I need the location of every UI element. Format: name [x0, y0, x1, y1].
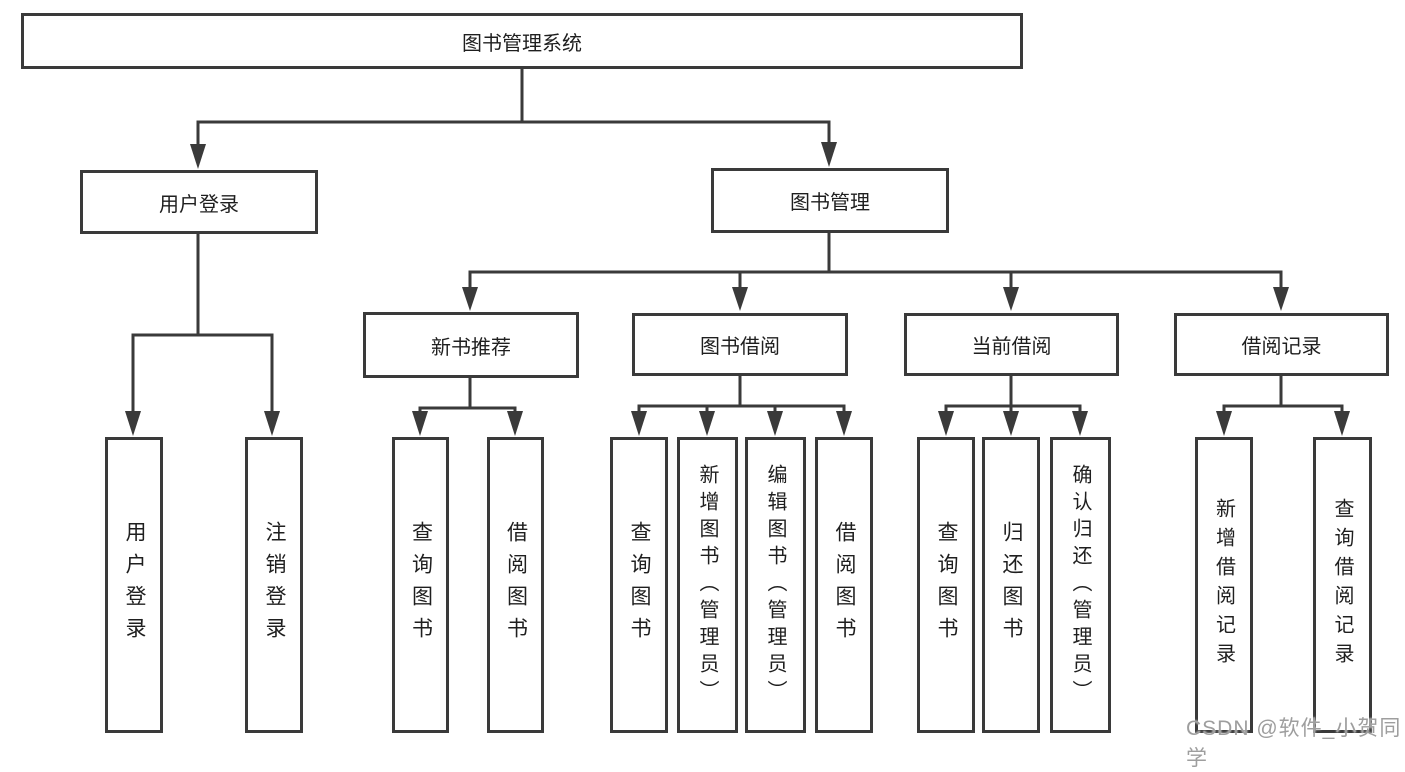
leaf-edit-book-admin-label: 编辑图书（管理员）: [764, 463, 786, 707]
leaf-borrow-book-under-borrow: 借阅图书: [815, 437, 873, 733]
connector-newbookrec-to-leaves: [412, 377, 523, 436]
leaf-borrow-book-label: 借阅图书: [504, 521, 528, 649]
node-new-book-recommend-label: 新书推荐: [431, 336, 511, 359]
connector-currentborrow-to-leaves: [938, 375, 1088, 436]
connector-root-to-level2: [190, 68, 837, 169]
leaf-user-login-label: 用户登录: [123, 521, 146, 649]
node-borrow-records: 借阅记录: [1174, 313, 1389, 376]
connector-bookborrow-to-leaves: [631, 375, 852, 436]
leaf-return-book: 归还图书: [982, 437, 1040, 733]
node-book-borrow: 图书借阅: [632, 313, 848, 376]
connector-bookmgmt-to-level3: [462, 232, 1289, 311]
node-user-login: 用户登录: [80, 170, 318, 234]
leaf-logout-label: 注销登录: [263, 521, 286, 649]
node-current-borrow: 当前借阅: [904, 313, 1119, 376]
node-current-borrow-label: 当前借阅: [971, 336, 1052, 358]
leaf-query-book-under-recommend: 查询图书: [392, 437, 449, 733]
node-book-borrow-label: 图书借阅: [700, 336, 780, 358]
leaf-user-login: 用户登录: [105, 437, 163, 733]
node-new-book-recommend: 新书推荐: [363, 312, 579, 378]
leaf-query-book-label: 查询图书: [935, 521, 958, 649]
leaf-confirm-return-admin: 确认归还（管理员）: [1050, 437, 1111, 733]
leaf-confirm-return-admin-label: 确认归还（管理员）: [1069, 463, 1091, 707]
leaf-add-borrow-record: 新增借阅记录: [1195, 437, 1253, 733]
leaf-logout: 注销登录: [245, 437, 303, 733]
leaf-query-borrow-record: 查询借阅记录: [1313, 437, 1372, 733]
org-chart-diagram: 图书管理系统 用户登录 图书管理 新书推荐 图书借阅 当前借阅 借阅记录 用户登…: [21, 13, 1400, 770]
connector-lines: [125, 68, 1350, 436]
leaf-query-book-under-current: 查询图书: [917, 437, 975, 733]
leaf-borrow-book-label: 借阅图书: [833, 521, 856, 649]
node-root-system: 图书管理系统: [21, 13, 1023, 69]
csdn-watermark: CSDN @软件_小贺同学: [1186, 717, 1402, 770]
connector-borrowrecords-to-leaves: [1216, 375, 1350, 436]
node-borrow-records-label: 借阅记录: [1241, 336, 1322, 358]
leaf-query-book-label: 查询图书: [628, 521, 651, 649]
leaf-add-book-admin: 新增图书（管理员）: [677, 437, 738, 733]
leaf-return-book-label: 归还图书: [1000, 521, 1023, 649]
node-book-management: 图书管理: [711, 168, 949, 233]
node-user-login-label: 用户登录: [159, 193, 239, 216]
connector-userlogin-to-leaves: [125, 233, 280, 436]
leaf-query-book-label: 查询图书: [409, 521, 433, 649]
leaf-add-book-admin-label: 新增图书（管理员）: [696, 463, 718, 707]
leaf-query-borrow-record-label: 查询借阅记录: [1331, 498, 1353, 672]
leaf-add-borrow-record-label: 新增借阅记录: [1212, 498, 1235, 672]
leaf-borrow-book-under-recommend: 借阅图书: [487, 437, 544, 733]
leaf-query-book-under-borrow: 查询图书: [610, 437, 668, 733]
node-book-management-label: 图书管理: [790, 192, 870, 214]
leaf-edit-book-admin: 编辑图书（管理员）: [745, 437, 806, 733]
node-root-label: 图书管理系统: [462, 32, 582, 55]
